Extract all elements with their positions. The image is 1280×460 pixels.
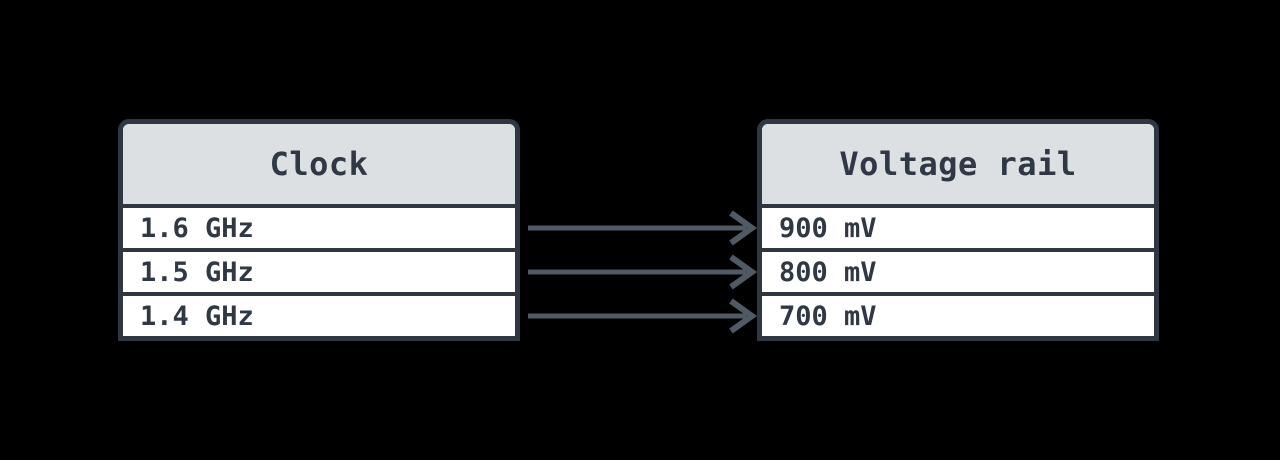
- clock-table: Clock 1.6 GHz 1.5 GHz 1.4 GHz: [118, 119, 520, 341]
- voltage-rail-table: Voltage rail 900 mV 800 mV 700 mV: [757, 119, 1159, 341]
- clock-row-1-4ghz: 1.4 GHz: [123, 292, 515, 336]
- arrow-head-icon: [729, 210, 758, 246]
- arrow-1-4ghz-to-700mv: [528, 298, 758, 334]
- voltage-row-800mv: 800 mV: [762, 248, 1154, 292]
- arrow-1-5ghz-to-800mv: [528, 254, 758, 290]
- arrow-head-icon: [729, 298, 758, 334]
- arrow-1-6ghz-to-900mv: [528, 210, 758, 246]
- voltage-row-700mv: 700 mV: [762, 292, 1154, 336]
- voltage-row-900mv: 900 mV: [762, 208, 1154, 248]
- clock-row-1-6ghz: 1.6 GHz: [123, 208, 515, 248]
- voltage-rail-table-title: Voltage rail: [762, 124, 1154, 208]
- arrow-head-icon: [729, 254, 758, 290]
- clock-row-1-5ghz: 1.5 GHz: [123, 248, 515, 292]
- clock-table-title: Clock: [123, 124, 515, 208]
